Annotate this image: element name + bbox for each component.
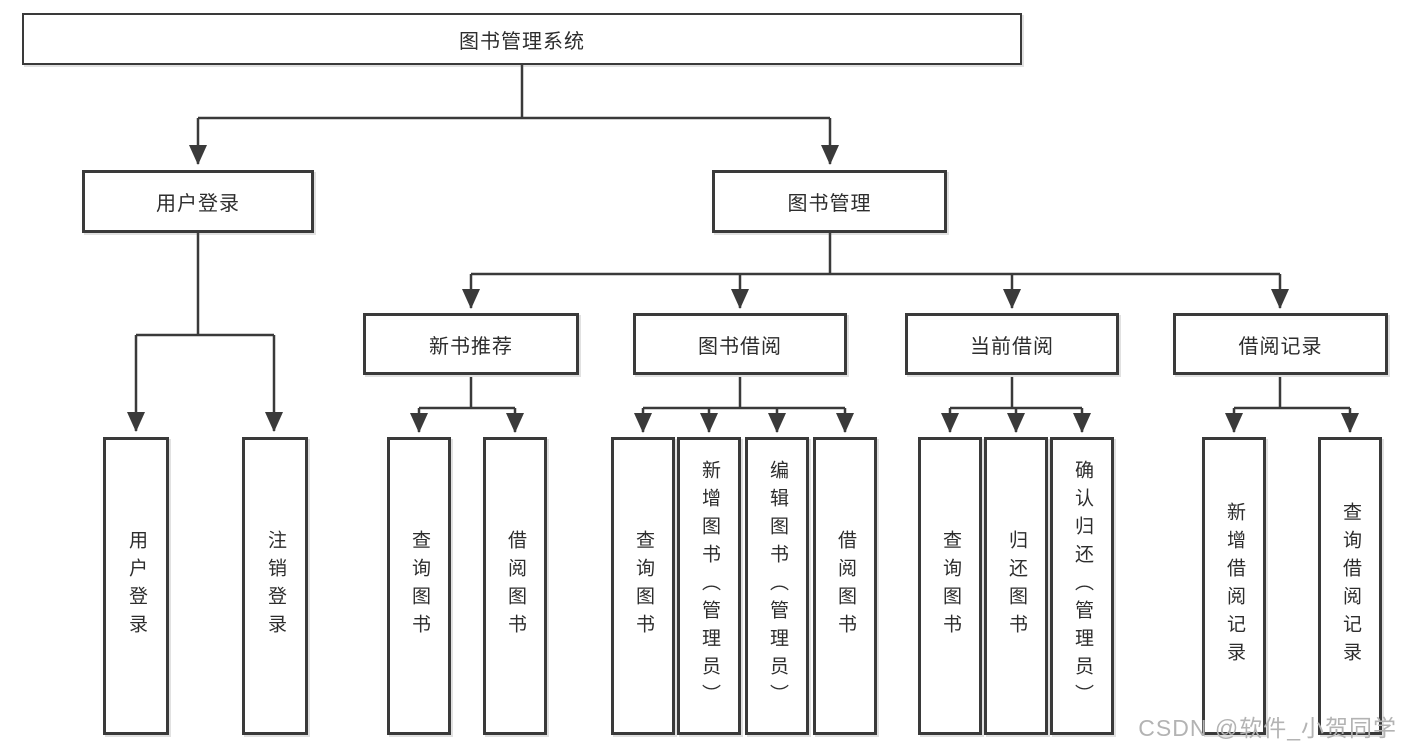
node-user-login-label: 用户登录: [156, 193, 240, 215]
node-borrow-records: 借阅记录: [1173, 313, 1388, 375]
leaf-query-borrow-record: 查询借阅记录: [1318, 437, 1382, 735]
leaf-add-borrow-record-label: 新增借阅记录: [1223, 502, 1245, 670]
node-book-borrow: 图书借阅: [633, 313, 847, 375]
leaf-query-books-1-label: 查询图书: [408, 530, 430, 642]
leaf-query-books-1: 查询图书: [387, 437, 451, 735]
leaf-user-login-label: 用户登录: [125, 530, 147, 642]
node-book-management: 图书管理: [712, 170, 947, 233]
leaf-query-books-2: 查询图书: [611, 437, 675, 735]
node-borrow-records-label: 借阅记录: [1238, 335, 1323, 358]
leaf-add-borrow-record: 新增借阅记录: [1202, 437, 1266, 735]
leaf-borrow-books-2-label: 借阅图书: [834, 530, 856, 642]
leaf-borrow-books-1-label: 借阅图书: [504, 530, 526, 642]
leaf-logout-label: 注销登录: [264, 530, 286, 642]
leaf-edit-book-admin: 编辑图书（管理员）: [745, 437, 809, 735]
node-user-login: 用户登录: [82, 170, 314, 233]
node-current-borrow: 当前借阅: [905, 313, 1119, 375]
leaf-borrow-books-2: 借阅图书: [813, 437, 877, 735]
leaf-query-books-2-label: 查询图书: [632, 530, 654, 642]
leaf-query-books-3-label: 查询图书: [939, 530, 961, 642]
leaf-confirm-return-admin-label: 确认归还（管理员）: [1071, 460, 1093, 712]
node-book-borrow-label: 图书借阅: [698, 335, 782, 358]
leaf-edit-book-admin-label: 编辑图书（管理员）: [766, 460, 788, 712]
watermark: CSDN @软件_小贺同学: [1138, 715, 1397, 741]
leaf-return-book: 归还图书: [984, 437, 1048, 735]
leaf-query-borrow-record-label: 查询借阅记录: [1339, 502, 1361, 670]
leaf-confirm-return-admin: 确认归还（管理员）: [1050, 437, 1114, 735]
leaf-query-books-3: 查询图书: [918, 437, 982, 735]
leaf-borrow-books-1: 借阅图书: [483, 437, 547, 735]
node-new-book-recommend-label: 新书推荐: [429, 335, 513, 358]
leaf-user-login: 用户登录: [103, 437, 169, 735]
node-book-management-label: 图书管理: [787, 193, 872, 215]
node-current-borrow-label: 当前借阅: [970, 335, 1054, 358]
leaf-add-book-admin-label: 新增图书（管理员）: [698, 460, 720, 712]
node-new-book-recommend: 新书推荐: [363, 313, 579, 375]
leaf-logout: 注销登录: [242, 437, 308, 735]
node-root-label: 图书管理系统: [459, 30, 585, 53]
leaf-add-book-admin: 新增图书（管理员）: [677, 437, 741, 735]
leaf-return-book-label: 归还图书: [1005, 530, 1027, 642]
node-root: 图书管理系统: [22, 13, 1022, 65]
